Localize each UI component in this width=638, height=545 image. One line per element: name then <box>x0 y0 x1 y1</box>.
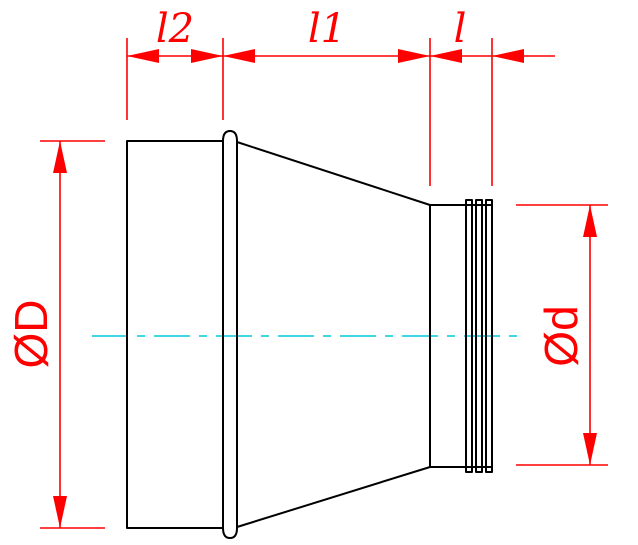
seal-ring-1 <box>465 199 473 473</box>
label-l2: l2 <box>156 6 194 52</box>
arrow-D-bottom <box>53 496 67 528</box>
arrow-l-right <box>492 49 524 63</box>
diameter-D-dimension: ØD <box>5 140 105 529</box>
seal-ring-2 <box>475 199 483 473</box>
label-l1: l1 <box>308 6 346 52</box>
seal-ring-3 <box>485 199 493 473</box>
label-l: l <box>454 6 467 52</box>
arrow-d-bottom <box>583 433 597 465</box>
arrow-l2-left <box>127 49 159 63</box>
label-D: ØD <box>5 300 57 369</box>
arrow-l2-right <box>191 49 223 63</box>
diameter-d-dimension: Ød <box>516 204 608 466</box>
arrow-l-left <box>430 49 462 63</box>
large-sleeve <box>126 140 224 529</box>
arrow-l1-right <box>398 49 430 63</box>
length-dimensions: l2 l1 l <box>126 6 555 186</box>
label-d: Ød <box>535 305 587 366</box>
arrow-D-top <box>53 141 67 173</box>
arrow-l1-left <box>223 49 255 63</box>
cone-section <box>236 141 431 528</box>
arrow-d-top <box>583 205 597 237</box>
reducer-outline <box>126 130 493 539</box>
bead-ring <box>222 130 238 539</box>
